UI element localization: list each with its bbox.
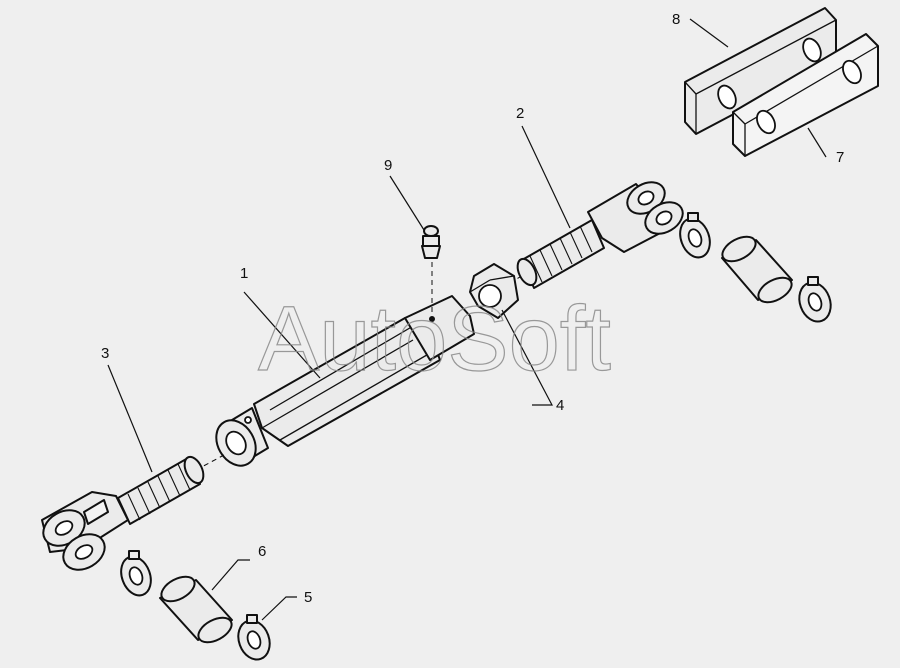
part-7-shim-plate bbox=[732, 33, 879, 157]
part-6-pin bbox=[159, 575, 233, 644]
callout-labels: 1 2 3 4 5 6 7 8 9 bbox=[101, 11, 844, 606]
right-lock-washer-lower bbox=[798, 276, 832, 323]
callout-5: 5 bbox=[304, 589, 312, 606]
thread-lines bbox=[127, 463, 191, 521]
leader-lines bbox=[107, 18, 827, 621]
right-pin bbox=[721, 235, 793, 304]
watermark-text: AutoSoft bbox=[258, 288, 611, 390]
part-9-grease-nipple bbox=[421, 225, 441, 312]
part-1-turnbuckle-body bbox=[215, 295, 475, 467]
callout-8: 8 bbox=[672, 11, 680, 28]
part-8-shim-plate bbox=[684, 7, 837, 135]
part-5-lock-washer bbox=[237, 614, 271, 661]
callout-6: 6 bbox=[258, 543, 266, 560]
part-4-hex-nut bbox=[469, 263, 519, 319]
callout-3: 3 bbox=[101, 345, 109, 362]
callout-2: 2 bbox=[516, 105, 524, 122]
part-2-clevis-rod bbox=[516, 181, 684, 289]
callout-9: 9 bbox=[384, 157, 392, 174]
callout-7: 7 bbox=[836, 149, 844, 166]
part-3-clevis-rod bbox=[41, 455, 205, 571]
callout-1: 1 bbox=[240, 265, 248, 282]
thread-lines bbox=[529, 225, 593, 283]
left-lock-washer-upper bbox=[120, 550, 152, 597]
callout-4: 4 bbox=[556, 397, 564, 414]
right-lock-washer-upper bbox=[679, 212, 711, 259]
